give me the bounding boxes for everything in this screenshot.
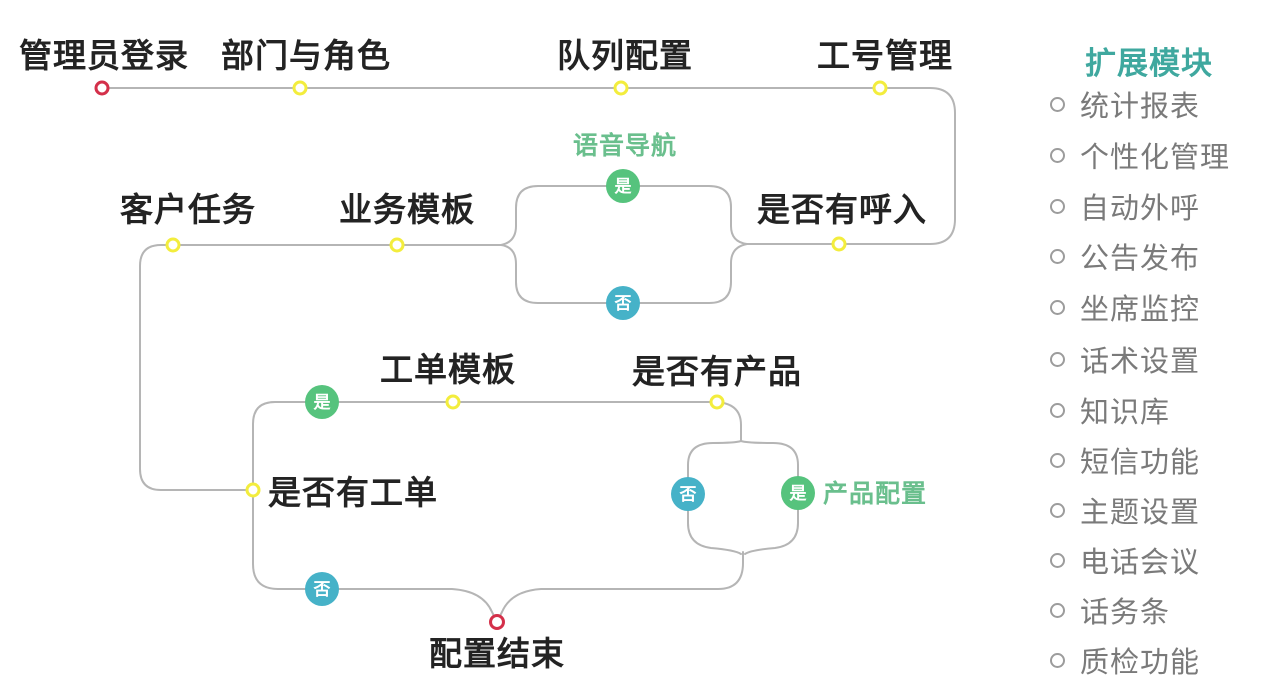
flow-label-product-config: 产品配置 — [823, 480, 928, 508]
step-node-has-ticket — [245, 482, 261, 498]
sidebar-item-label: 公告发布 — [1080, 243, 1201, 275]
sidebar-item-conference-call: 电话会议 — [1050, 542, 1201, 579]
flow-label-has-ticket: 是否有工单 — [268, 474, 438, 511]
step-node-ticket-template — [445, 394, 461, 410]
bullet-icon — [1050, 502, 1065, 518]
sidebar-item-knowledge-base: 知识库 — [1050, 392, 1171, 429]
sidebar-item-label: 坐席监控 — [1080, 294, 1201, 326]
no-badge-has-product: 否 — [671, 477, 705, 511]
flow-label-end: 配置结束 — [429, 635, 565, 672]
bullet-icon — [1050, 299, 1065, 315]
flow-label-dept-role: 部门与角色 — [221, 37, 391, 74]
sidebar-item-quality-inspection: 质检功能 — [1050, 642, 1201, 679]
flow-label-admin-login: 管理员登录 — [19, 37, 189, 74]
bullet-icon — [1050, 351, 1065, 367]
flow-label-queue-config: 队列配置 — [557, 37, 693, 74]
sidebar-item-label: 短信功能 — [1080, 447, 1201, 479]
flow-label-customer-task: 客户任务 — [120, 191, 256, 228]
edge-product-loop-exit — [717, 551, 744, 590]
sidebar-item-label: 话务条 — [1080, 597, 1171, 629]
step-node-biz-template — [389, 237, 405, 253]
edge-ticket-no-branch — [252, 489, 495, 617]
yes-badge-has-product: 是 — [781, 476, 815, 510]
edge-row2-to-has-ticket — [139, 244, 502, 491]
edge-bottom-right-rail — [499, 588, 719, 617]
end-node — [489, 614, 505, 630]
bullet-icon — [1050, 552, 1065, 568]
sidebar-item-label: 知识库 — [1080, 397, 1171, 429]
sidebar-item-label: 个性化管理 — [1080, 142, 1231, 174]
yes-badge-has-ticket: 是 — [305, 385, 339, 419]
step-node-dept-role — [292, 80, 308, 96]
yes-badge-voice-nav: 是 — [606, 169, 640, 203]
sidebar-item-label: 自动外呼 — [1080, 193, 1201, 225]
step-node-agent-id — [872, 80, 888, 96]
sidebar-item-traffic-bar: 话务条 — [1050, 592, 1171, 629]
step-node-customer-task — [165, 237, 181, 253]
flow-label-biz-template: 业务模板 — [339, 191, 475, 228]
sidebar-item-label: 主题设置 — [1080, 497, 1201, 529]
sidebar-item-label: 统计报表 — [1080, 91, 1201, 123]
sidebar-item-label: 质检功能 — [1080, 647, 1201, 679]
edge-ticket-yes-branch — [252, 401, 742, 491]
sidebar-item-personalization: 个性化管理 — [1050, 137, 1231, 174]
sidebar-item-announcement: 公告发布 — [1050, 238, 1201, 275]
step-node-queue-config — [613, 80, 629, 96]
start-node — [94, 80, 110, 96]
sidebar-item-label: 电话会议 — [1080, 547, 1201, 579]
sidebar-item-auto-outbound: 自动外呼 — [1050, 188, 1201, 225]
no-badge-has-ticket: 否 — [305, 572, 339, 606]
sidebar-item-sms: 短信功能 — [1050, 442, 1201, 479]
bullet-icon — [1050, 96, 1065, 112]
bullet-icon — [1050, 402, 1065, 418]
flow-label-has-product: 是否有产品 — [632, 353, 802, 390]
sidebar-title: 扩展模块 — [1085, 46, 1213, 81]
sidebar-item-stats-report: 统计报表 — [1050, 86, 1201, 123]
sidebar-item-script-settings: 话术设置 — [1050, 341, 1201, 378]
bullet-icon — [1050, 652, 1065, 668]
flow-label-ticket-template: 工单模板 — [380, 351, 516, 388]
no-badge-voice-nav: 否 — [606, 286, 640, 320]
flow-label-voice-nav: 语音导航 — [572, 132, 678, 160]
bullet-icon — [1050, 602, 1065, 618]
sidebar-item-agent-monitor: 坐席监控 — [1050, 289, 1201, 326]
flow-label-has-inbound: 是否有呼入 — [757, 191, 927, 228]
bullet-icon — [1050, 147, 1065, 163]
edge-top-rail — [101, 87, 956, 245]
step-node-has-product — [709, 394, 725, 410]
bullet-icon — [1050, 198, 1065, 214]
flow-label-agent-id: 工号管理 — [817, 37, 953, 74]
sidebar-item-theme-settings: 主题设置 — [1050, 492, 1201, 529]
sidebar-item-label: 话术设置 — [1080, 346, 1201, 378]
step-node-has-inbound — [831, 236, 847, 252]
bullet-icon — [1050, 248, 1065, 264]
bullet-icon — [1050, 452, 1065, 468]
